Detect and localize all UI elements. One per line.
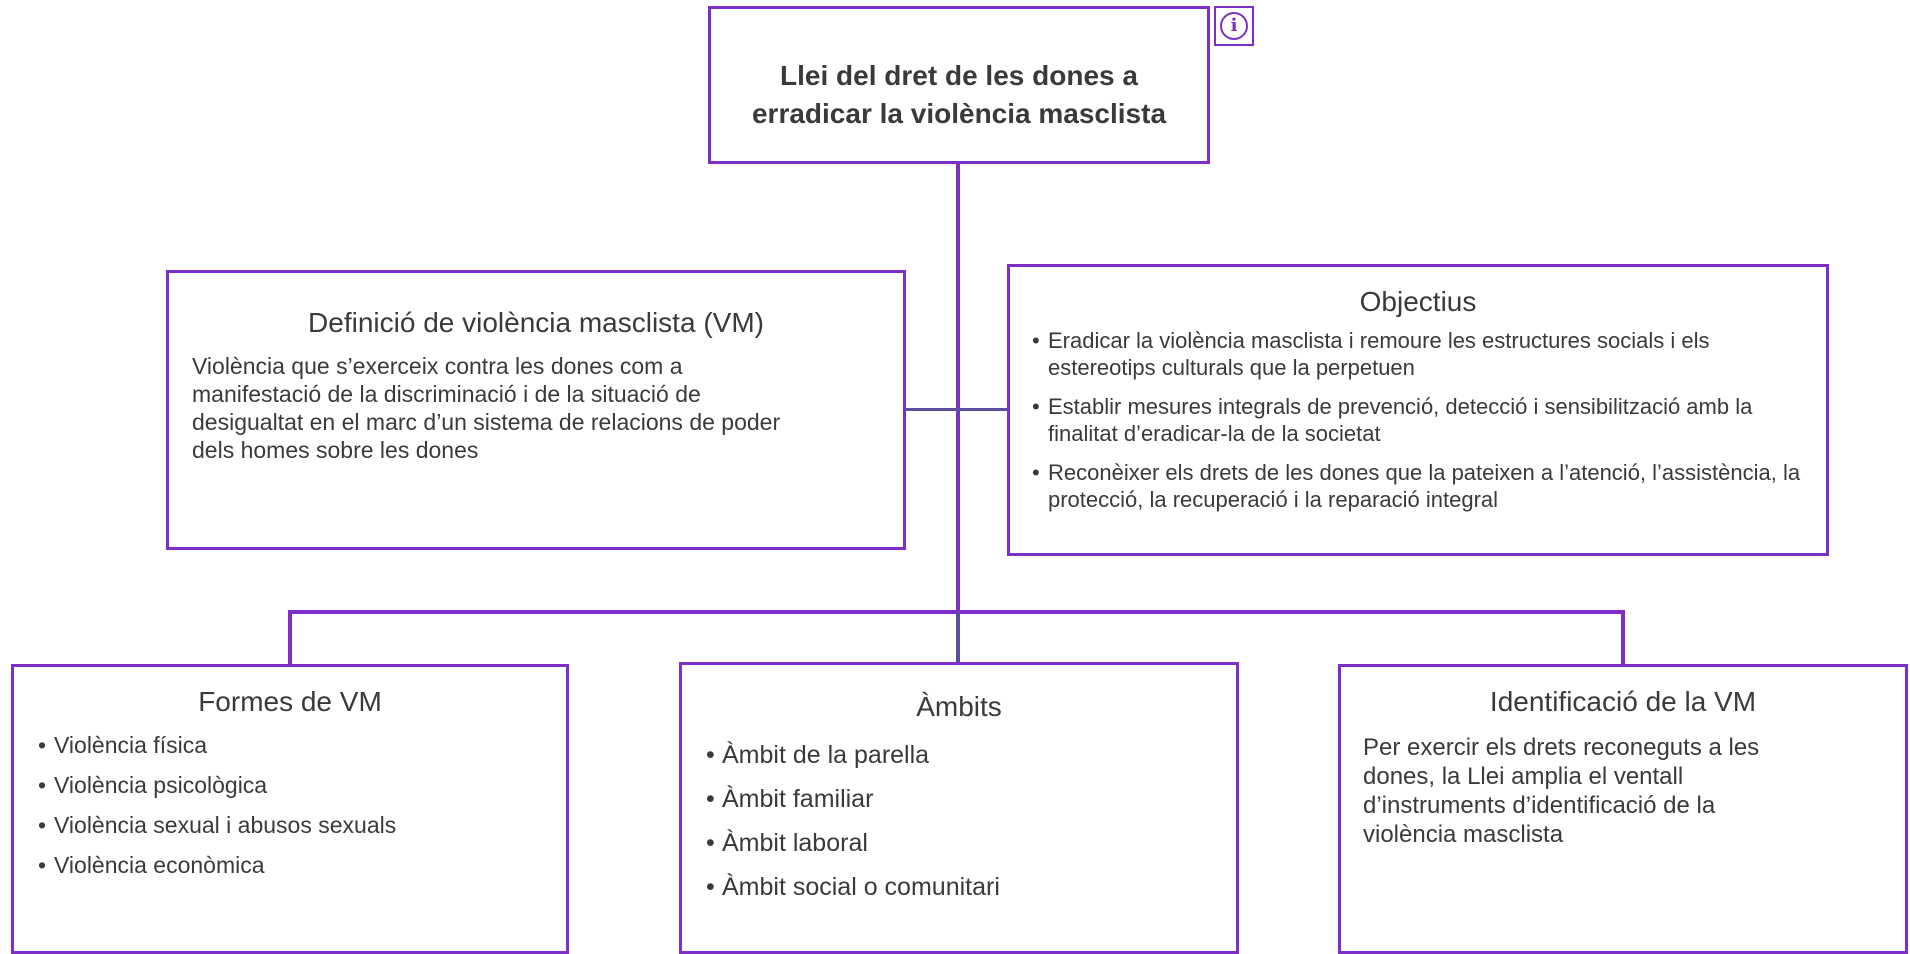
list-item: Violència psicològica xyxy=(38,771,566,799)
formes-title: Formes de VM xyxy=(198,686,382,717)
connector-to-ambits xyxy=(956,612,960,664)
list-item: Àmbit familiar xyxy=(706,784,1236,814)
formes-box: Formes de VM Violència física Violència … xyxy=(11,664,569,954)
identificacio-title: Identificació de la VM xyxy=(1489,686,1757,717)
definicio-text: Violència que s’exerceix contra les done… xyxy=(192,353,781,463)
list-item: Àmbit laboral xyxy=(706,828,1236,858)
main-title-line2: erradicar la violència masclista xyxy=(751,98,1167,129)
identificacio-box: Identificació de la VM Per exercir els d… xyxy=(1338,664,1908,954)
identificacio-text: Per exercir els drets reconeguts a les d… xyxy=(1363,734,1760,848)
list-item: Violència econòmica xyxy=(38,851,566,879)
list-item: Establir mesures integrals de prevenció,… xyxy=(1032,393,1822,447)
objectius-list: Eradicar la violència masclista i remour… xyxy=(1032,327,1822,513)
connector-middle-horizontal xyxy=(904,408,1010,411)
list-item: Àmbit de la parella xyxy=(706,740,1236,770)
main-title-box: Llei del dret de les dones a erradicar l… xyxy=(708,6,1210,164)
formes-list: Violència física Violència psicològica V… xyxy=(38,731,566,879)
connector-to-formes xyxy=(288,610,292,666)
info-icon[interactable]: i xyxy=(1214,6,1254,46)
list-item: Violència sexual i abusos sexuals xyxy=(38,811,566,839)
list-item: Violència física xyxy=(38,731,566,759)
main-title-line1: Llei del dret de les dones a xyxy=(780,60,1138,91)
list-item: Eradicar la violència masclista i remour… xyxy=(1032,327,1822,381)
list-item: Reconèixer els drets de les dones que la… xyxy=(1032,459,1822,513)
connector-to-identificacio xyxy=(1621,610,1625,666)
definicio-title: Definició de violència masclista (VM) xyxy=(308,307,764,338)
objectius-box: Objectius Eradicar la violència masclist… xyxy=(1007,264,1829,556)
ambits-title: Àmbits xyxy=(916,691,1002,722)
ambits-box: Àmbits Àmbit de la parella Àmbit familia… xyxy=(679,662,1239,954)
objectius-title: Objectius xyxy=(1359,286,1477,317)
list-item: Àmbit social o comunitari xyxy=(706,872,1236,902)
connector-main-vertical xyxy=(956,162,960,612)
info-icon-glyph: i xyxy=(1220,12,1248,40)
main-title: Llei del dret de les dones a erradicar l… xyxy=(711,57,1207,133)
definicio-box: Definició de violència masclista (VM) Vi… xyxy=(166,270,906,550)
ambits-list: Àmbit de la parella Àmbit familiar Àmbit… xyxy=(706,740,1236,902)
